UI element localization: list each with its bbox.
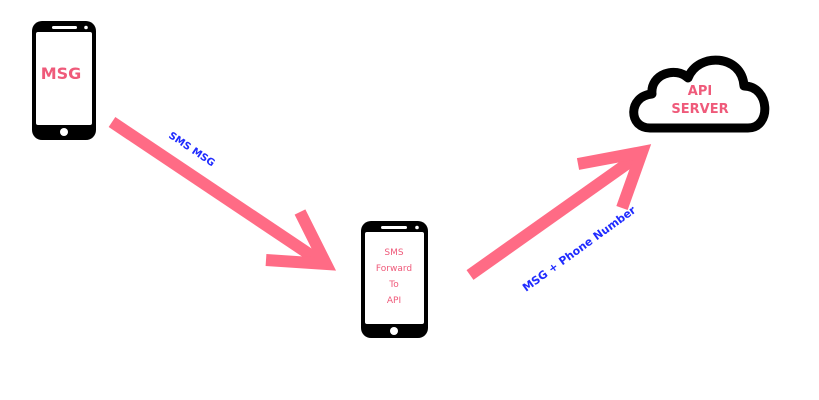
api-arrow-label: MSG + Phone Number xyxy=(520,203,639,294)
sender-phone: MSG xyxy=(32,21,96,140)
api-server-cloud-icon: API SERVER xyxy=(629,55,770,133)
forwarder-phone: SMS Forward To API xyxy=(361,221,428,338)
sms-arrow xyxy=(108,117,337,271)
sender-phone-label: MSG xyxy=(41,64,82,83)
forwarder-line-4: API xyxy=(387,296,401,306)
api-server-line-2: SERVER xyxy=(671,102,728,117)
api-arrow xyxy=(466,144,652,280)
forwarder-line-2: Forward xyxy=(376,264,412,274)
forwarder-line-3: To xyxy=(388,280,399,290)
forwarder-line-1: SMS xyxy=(384,248,403,258)
api-server-line-1: API xyxy=(688,84,712,99)
